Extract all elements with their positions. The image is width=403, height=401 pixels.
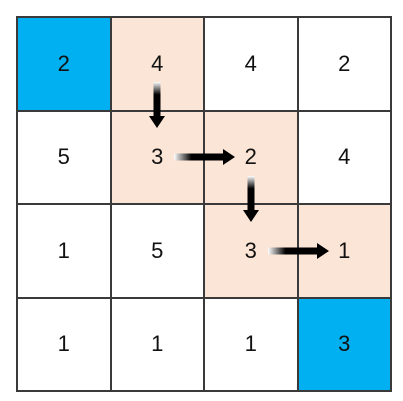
- grid-cell-r1c1: 2: [17, 17, 111, 111]
- grid-cell-r1c4: 2: [297, 17, 391, 111]
- grid-cell-r1c2: 4: [110, 17, 204, 111]
- grid-cell-r4c2: 1: [110, 297, 204, 391]
- grid-cell-r2c2: 3: [110, 110, 204, 204]
- number-grid: 2 4 4 2 5 3 2 4 1 5 3 1 1 1 1 3: [16, 16, 392, 392]
- grid-cell-r3c4: 1: [297, 204, 391, 298]
- grid-cell-r2c4: 4: [297, 110, 391, 204]
- grid-cell-r3c3: 3: [204, 204, 298, 298]
- grid-cell-r4c4: 3: [297, 297, 391, 391]
- grid-cell-r4c1: 1: [17, 297, 111, 391]
- grid-cell-r4c3: 1: [204, 297, 298, 391]
- grid-cell-r3c2: 5: [110, 204, 204, 298]
- grid-cell-r3c1: 1: [17, 204, 111, 298]
- grid-cell-r2c1: 5: [17, 110, 111, 204]
- grid-cell-r2c3: 2: [204, 110, 298, 204]
- grid-cell-r1c3: 4: [204, 17, 298, 111]
